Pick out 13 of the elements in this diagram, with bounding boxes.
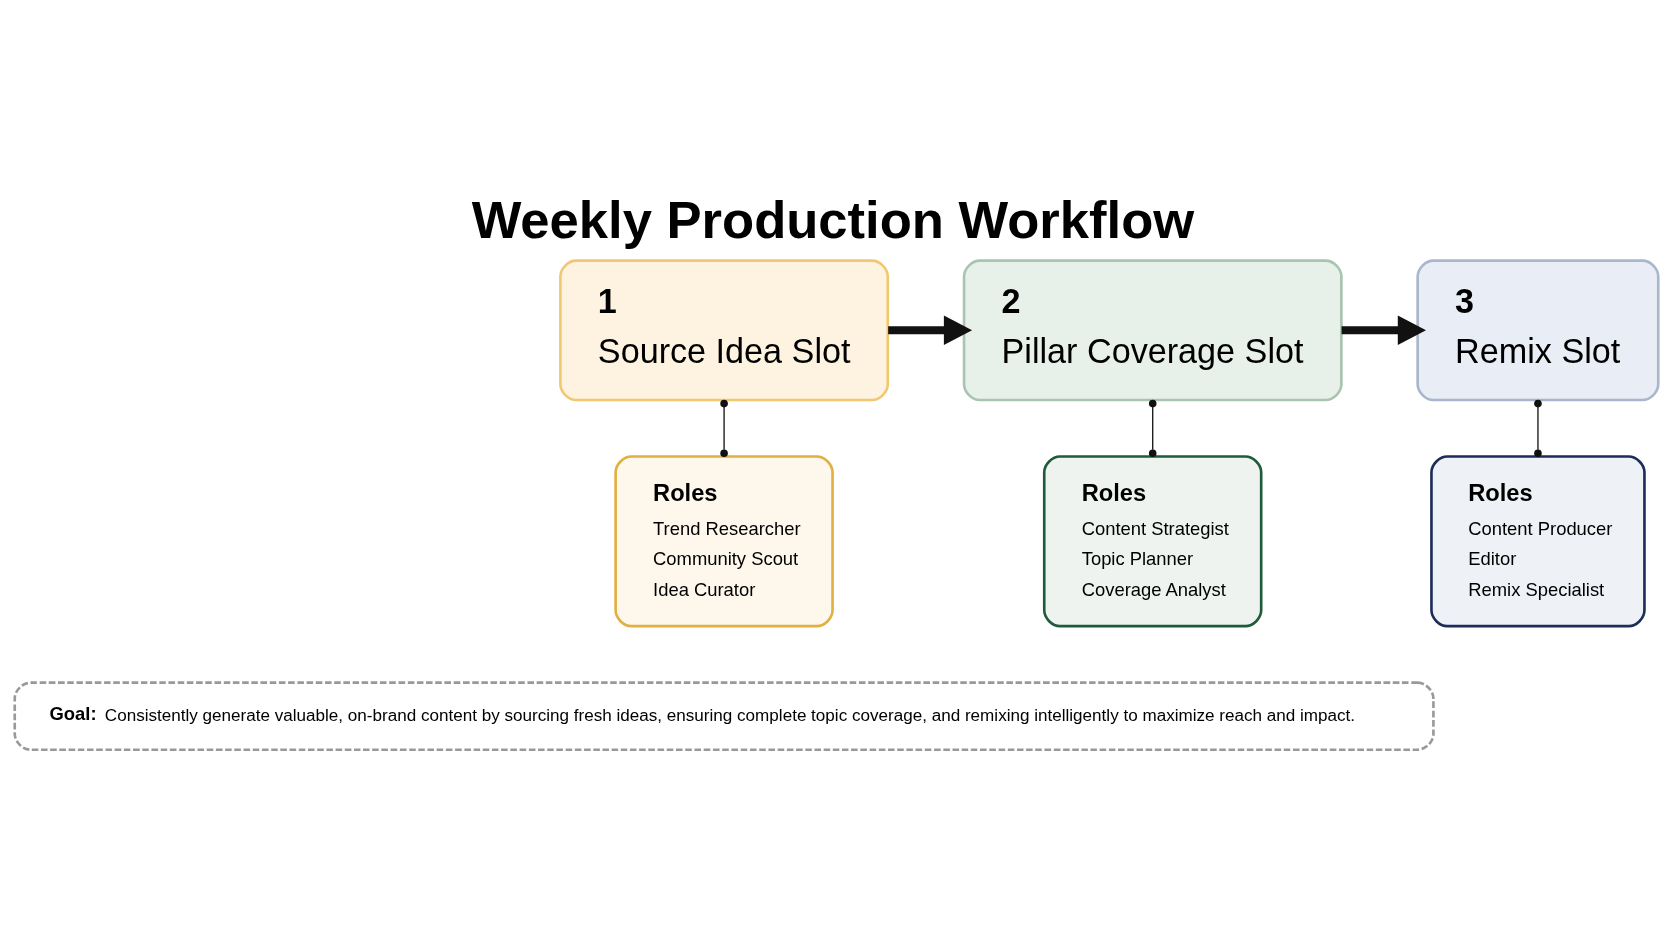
connector [719,399,728,457]
node-box: Goal: Consistently generate valuable, on-brand content by sourcing fresh ideas, ensuring complete topic coverage, and remixing intelligently to maximize reach and impact. [12,680,1435,751]
node-box: Roles Content Strategist Topic Planner Coverage Analyst [1042,454,1262,627]
arrow [1341,315,1426,345]
node-box: Roles Content Producer Editor Remix Specialist [1429,454,1646,627]
arrow [887,315,972,345]
node-box: 3 Remix Slot [1415,258,1660,401]
diagram-title: Weekly Production Workflow [471,189,1194,249]
node-box: 2 Pillar Coverage Slot [962,258,1343,401]
node-box: 1 Source Idea Slot [558,258,889,401]
node-box: Roles Trend Researcher Community Scout Idea Curator [613,454,834,627]
connector [1148,399,1157,457]
connector [1533,399,1542,457]
